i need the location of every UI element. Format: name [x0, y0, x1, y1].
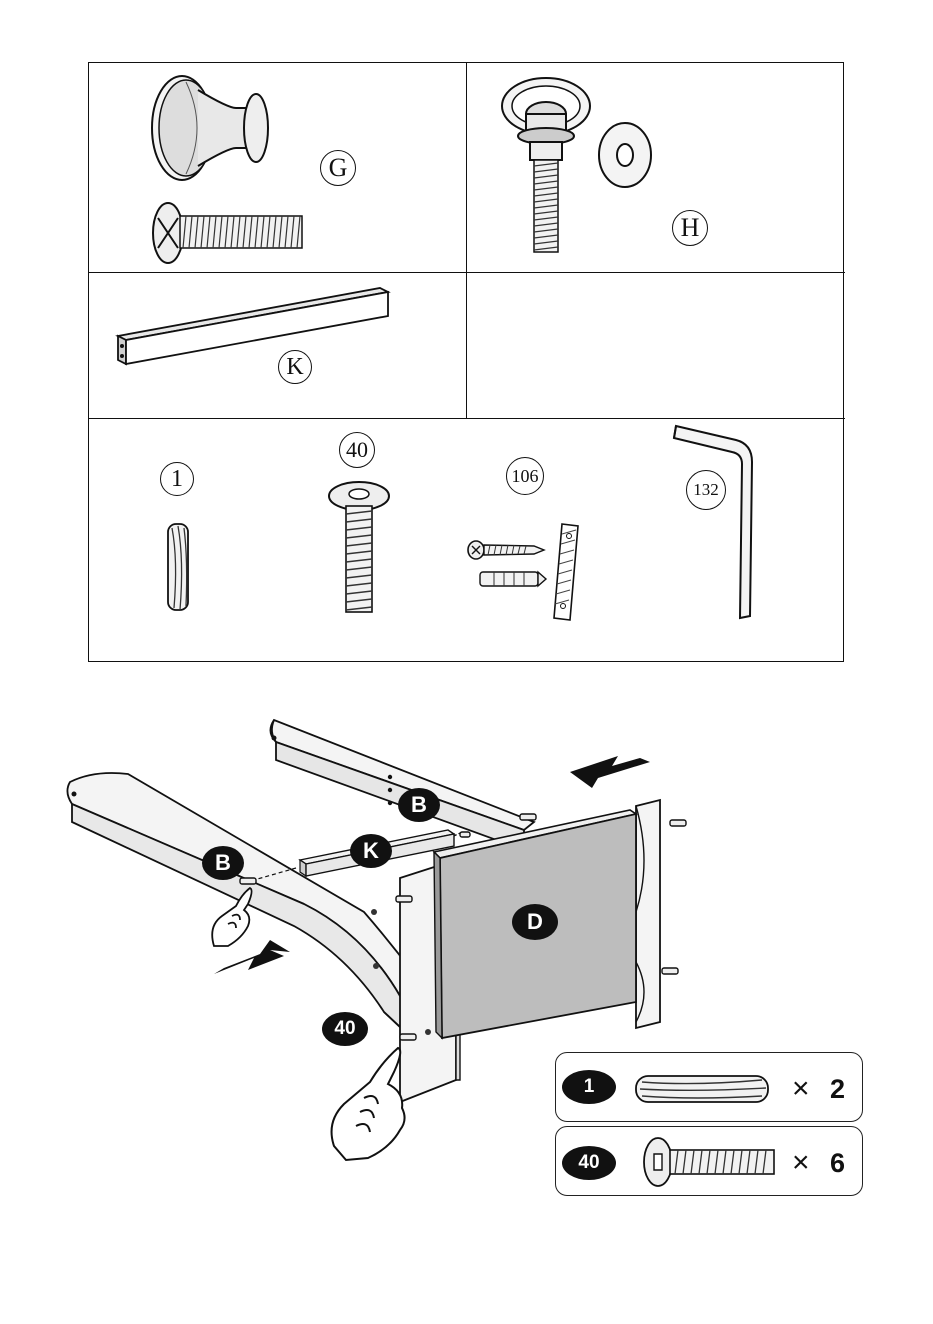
qty-part-1-badge: 1 — [562, 1070, 616, 1104]
part-label-h: H — [672, 210, 708, 246]
badge-d-text: D — [527, 909, 543, 935]
qty-part-40-badge: 40 — [562, 1146, 616, 1180]
hardware-1-text: 1 — [171, 466, 183, 493]
qty-count-1: 2 — [830, 1074, 845, 1105]
part-k-text: K — [286, 354, 303, 381]
badge-k: K — [350, 834, 392, 868]
knob-screw-illustration — [150, 198, 310, 268]
badge-d: D — [512, 904, 558, 940]
cell-divider-vertical — [466, 63, 467, 418]
hand-pointer-large — [332, 1048, 405, 1160]
badge-screw-40-text: 40 — [334, 1018, 355, 1040]
qty-times-1: × — [792, 1072, 810, 1106]
washer-illustration — [594, 120, 656, 190]
rail-illustration — [110, 280, 390, 370]
part-g-text: G — [329, 153, 348, 183]
bolt-40-illustration — [326, 478, 392, 618]
part-label-g: G — [320, 150, 356, 186]
hardware-label-40: 40 — [339, 432, 375, 468]
qty-times-40: × — [792, 1146, 810, 1180]
badge-b-top-text: B — [411, 792, 427, 818]
part-label-k: K — [278, 350, 312, 384]
cell-divider-h1 — [89, 272, 845, 273]
end-board-right — [636, 800, 660, 1028]
badge-b-left: B — [202, 846, 244, 880]
badge-screw-40: 40 — [322, 1012, 368, 1046]
hardware-label-106: 106 — [506, 457, 544, 495]
arrow-down-left — [570, 756, 650, 788]
qty-part-40-text: 40 — [578, 1152, 599, 1174]
hardware-40-text: 40 — [346, 437, 368, 463]
side-panel-front — [67, 773, 456, 1076]
knob-illustration — [148, 68, 278, 188]
ring-bolt-illustration — [496, 72, 596, 257]
badge-b-top: B — [398, 788, 440, 822]
hardware-106-text: 106 — [512, 466, 539, 487]
qty-count-40: 6 — [830, 1148, 845, 1179]
wall-anchor-kit-illustration — [466, 520, 586, 625]
badge-k-text: K — [363, 838, 379, 864]
bolt-icon — [640, 1134, 780, 1190]
side-panel-back — [270, 720, 534, 850]
dowel-illustration — [162, 520, 194, 615]
dowel-icon — [634, 1072, 772, 1106]
hardware-label-1: 1 — [160, 462, 194, 496]
allen-key-illustration — [670, 418, 770, 626]
qty-part-1-text: 1 — [584, 1076, 595, 1098]
part-h-text: H — [681, 213, 700, 243]
badge-b-left-text: B — [215, 850, 231, 876]
